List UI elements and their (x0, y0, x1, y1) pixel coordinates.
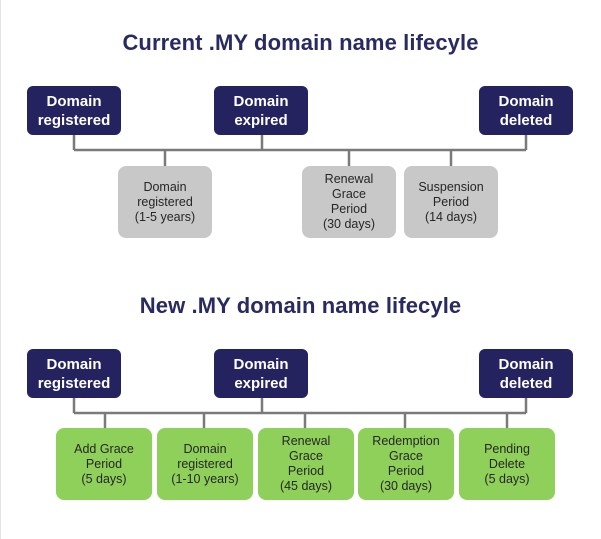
new-period-pending-delete: Pending Delete (5 days) (459, 428, 555, 500)
new-period-add-grace: Add Grace Period (5 days) (56, 428, 152, 500)
new-period-renewal-grace: Renewal Grace Period (45 days) (258, 428, 354, 500)
current-milestone-registered: Domain registered (27, 86, 121, 135)
new-period-registered: Domain registered (1-10 years) (157, 428, 253, 500)
current-period-suspension: Suspension Period (14 days) (404, 166, 498, 238)
new-milestone-registered: Domain registered (27, 349, 121, 398)
new-milestone-expired: Domain expired (214, 349, 308, 398)
current-period-registered: Domain registered (1-5 years) (118, 166, 212, 238)
new-lifecycle-title: New .MY domain name lifecyle (139, 293, 462, 318)
current-lifecycle-title: Current .MY domain name lifecyle (122, 30, 479, 55)
current-period-renewal-grace: Renewal Grace Period (30 days) (302, 166, 396, 238)
new-milestone-deleted: Domain deleted (479, 349, 573, 398)
current-milestone-expired: Domain expired (214, 86, 308, 135)
current-milestone-deleted: Domain deleted (479, 86, 573, 135)
new-period-redemption-grace: Redemption Grace Period (30 days) (358, 428, 454, 500)
frame-edge (0, 0, 1, 539)
